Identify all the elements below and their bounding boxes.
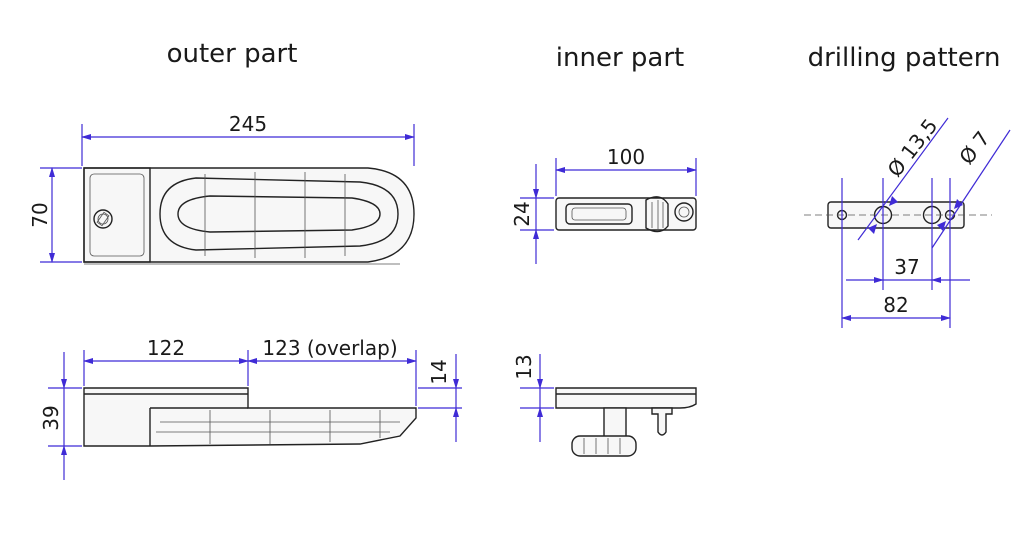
dim-outer-length: 245 — [81, 112, 415, 166]
dim-hole-spacing-label: 37 — [894, 255, 919, 279]
dim-outer-height-label: 39 — [39, 405, 63, 430]
dim-outer-length-label: 245 — [229, 112, 267, 136]
drilling-plate — [804, 201, 992, 229]
dim-hole-large-label: Ø 13,5 — [883, 114, 943, 181]
dim-inner-length: 100 — [555, 145, 697, 196]
dim-outer-step: 14 — [418, 354, 462, 442]
dim-inner-length-label: 100 — [607, 145, 645, 169]
dim-pattern-length-label: 82 — [883, 293, 908, 317]
lock-cylinder-icon — [93, 209, 113, 229]
drilling-pattern-title: drilling pattern — [808, 43, 1001, 73]
inner-part-top-view — [555, 196, 697, 233]
dim-inner-height: 13 — [512, 354, 554, 442]
dim-outer-width-label: 70 — [28, 202, 52, 227]
dim-outer-overlap-label: 123 (overlap) — [262, 336, 397, 360]
dim-outer-height: 39 — [39, 352, 82, 480]
dim-inner-width-label: 24 — [510, 201, 534, 226]
dim-hole-small: Ø 7 — [931, 127, 1011, 249]
outer-part-side-view — [83, 387, 417, 447]
dim-outer-split: 122 123 (overlap) — [83, 336, 417, 406]
inner-part-title: inner part — [556, 43, 684, 73]
dim-outer-step-label: 14 — [427, 359, 451, 384]
dim-outer-width: 70 — [28, 167, 82, 263]
dim-inner-height-label: 13 — [512, 354, 536, 379]
dim-pattern-length: 82 — [841, 178, 951, 328]
dim-outer-fixed-label: 122 — [147, 336, 185, 360]
dim-inner-width: 24 — [510, 164, 554, 264]
inner-part-side-view — [555, 387, 697, 457]
outer-part-top-view — [83, 167, 415, 265]
dim-hole-spacing: 37 — [846, 178, 970, 290]
outer-part-title: outer part — [167, 39, 298, 69]
